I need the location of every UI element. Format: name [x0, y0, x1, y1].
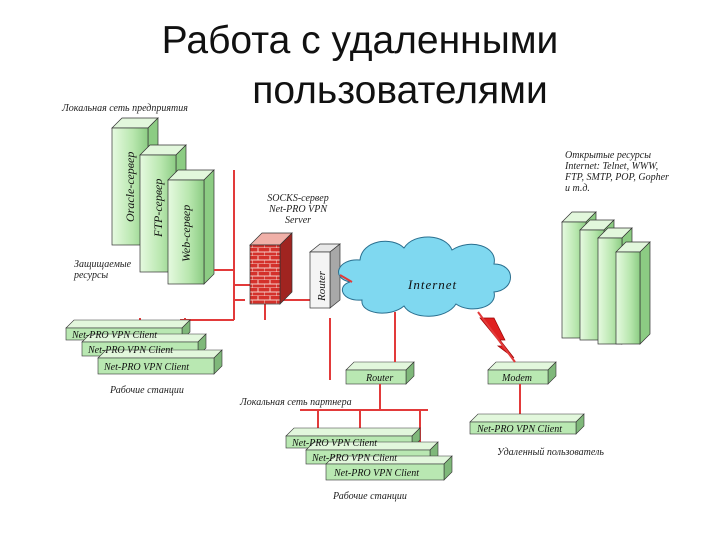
- socks-server-label: SOCKS-сервер Net-PRO VPN Server: [267, 193, 329, 226]
- web-server-label: Web-сервер: [179, 205, 193, 262]
- protected-resources-label: Защищаемые ресурсы: [74, 259, 132, 281]
- workstation-client-label-3: Net-PRO VPN Client: [103, 362, 189, 373]
- enterprise-workstations-label: Рабочие станции: [110, 385, 184, 396]
- workstation-client-label-1: Net-PRO VPN Client: [71, 330, 157, 341]
- enterprise-router-label: Router: [316, 270, 328, 302]
- router-to-internet-line: [339, 274, 353, 283]
- modem-label: Modem: [501, 373, 532, 384]
- remote-client-label: Net-PRO VPN Client: [476, 424, 562, 435]
- web-server: [167, 169, 215, 285]
- workstation-client-label-2: Net-PRO VPN Client: [87, 345, 173, 356]
- page-title-line-1: Работа с удаленными: [161, 19, 559, 62]
- partner-workstations-label: Рабочие станции: [333, 491, 407, 502]
- ftp-server-label: FTP-сервер: [151, 179, 165, 238]
- partner-workstations: Net-PRO VPN Client Net-PRO VPN Client Ne…: [285, 427, 453, 481]
- remote-user-label: Удаленный пользователь: [497, 447, 604, 458]
- internet-label: Internet: [407, 277, 457, 292]
- partner-router: Router: [345, 361, 415, 385]
- partner-client-label-2: Net-PRO VPN Client: [311, 453, 397, 464]
- enterprise-workstations: Net-PRO VPN Client Net-PRO VPN Client Ne…: [65, 319, 223, 375]
- partner-client-label-3: Net-PRO VPN Client: [333, 468, 419, 479]
- enterprise-router: Router: [309, 243, 341, 309]
- partner-router-label: Router: [365, 373, 393, 384]
- remote-client: Net-PRO VPN Client: [469, 413, 585, 435]
- internet-cloud: Internet: [338, 236, 511, 317]
- modem: Modem: [487, 361, 557, 385]
- partner-client-label-1: Net-PRO VPN Client: [291, 438, 377, 449]
- enterprise-lan-label: Локальная сеть предприятия: [62, 103, 188, 114]
- page-title-line-2: пользователями: [252, 69, 548, 112]
- firewall: [249, 232, 293, 305]
- partner-lan-label: Локальная сеть партнера: [240, 397, 352, 408]
- oracle-server-label: Oracle-сервер: [123, 152, 137, 222]
- open-resources-label: Открытые ресурсы Internet: Telnet, WWW, …: [565, 150, 669, 194]
- open-resources-servers: [561, 211, 651, 345]
